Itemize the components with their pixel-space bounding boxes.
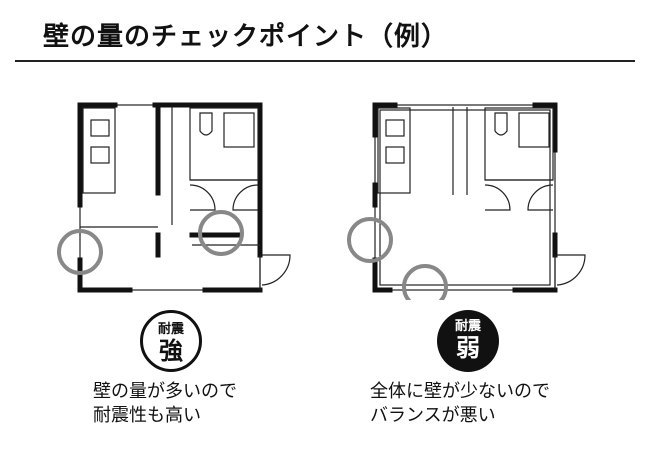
- badge-label: 耐震: [454, 319, 481, 334]
- check-marker: [57, 229, 103, 275]
- caption-line: バランスが悪い: [370, 405, 496, 426]
- quake-weak-badge: 耐震 弱: [437, 310, 499, 372]
- check-marker: [347, 217, 393, 263]
- caption-strong: 壁の量が多いので 耐震性も高い: [93, 380, 237, 428]
- badge-value: 弱: [456, 334, 480, 362]
- badge-label: 耐震: [157, 322, 184, 337]
- floor-plan-weak: [347, 102, 586, 300]
- check-marker: [402, 264, 448, 300]
- caption-weak: 全体に壁が少ないので バランスが悪い: [370, 380, 550, 428]
- title-underline: [15, 60, 635, 62]
- caption-line: 全体に壁が少ないので: [370, 381, 550, 402]
- caption-line: 壁の量が多いので: [93, 381, 237, 402]
- floor-plan-strong: [57, 102, 291, 293]
- badge-value: 強: [159, 337, 183, 365]
- caption-line: 耐震性も高い: [93, 405, 201, 426]
- page-title: 壁の量のチェックポイント（例）: [43, 22, 449, 52]
- quake-strong-badge: 耐震 強: [140, 310, 202, 372]
- check-marker: [198, 210, 244, 256]
